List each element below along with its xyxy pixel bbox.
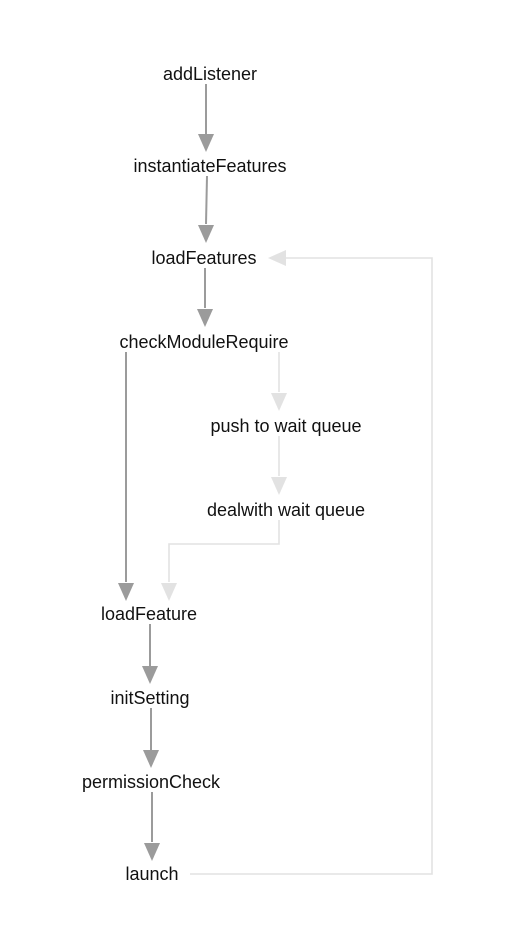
node-initSetting: initSetting [110,688,189,708]
arrowhead-checkModuleRequire-to-loadFeature [118,583,134,601]
node-dealwithWaitQueue: dealwith wait queue [207,500,365,520]
edge-dealwithWaitQueue-to-loadFeature [168,520,280,582]
arrowhead-checkModuleRequire-to-pushWaitQueue [271,393,287,411]
arrowhead-instantiateFeatures-to-loadFeatures [198,225,214,243]
diagram-edges [118,84,433,875]
node-launch: launch [125,864,178,884]
node-addListener: addListener [163,64,257,84]
node-instantiateFeatures: instantiateFeatures [133,156,286,176]
node-loadFeatures: loadFeatures [151,248,256,268]
arrowhead-addListener-to-instantiateFeatures [198,134,214,152]
arrowhead-launch-to-loadFeatures [268,250,286,266]
arrowhead-loadFeatures-to-checkModuleRequire [197,309,213,327]
arrowhead-initSetting-to-permissionCheck [143,750,159,768]
edge-instantiateFeatures-to-loadFeatures [205,175,208,225]
arrowhead-permissionCheck-to-launch [144,843,160,861]
arrowhead-pushWaitQueue-to-dealwithWaitQueue [271,477,287,495]
node-pushWaitQueue: push to wait queue [210,416,361,436]
node-checkModuleRequire: checkModuleRequire [119,332,288,352]
node-permissionCheck: permissionCheck [82,772,221,792]
diagram-nodes: addListener instantiateFeatures loadFeat… [82,64,365,884]
arrowhead-dealwithWaitQueue-to-loadFeature [161,583,177,601]
node-loadFeature: loadFeature [101,604,197,624]
arrowhead-loadFeature-to-initSetting [142,666,158,684]
edge-launch-to-loadFeatures [190,257,433,875]
